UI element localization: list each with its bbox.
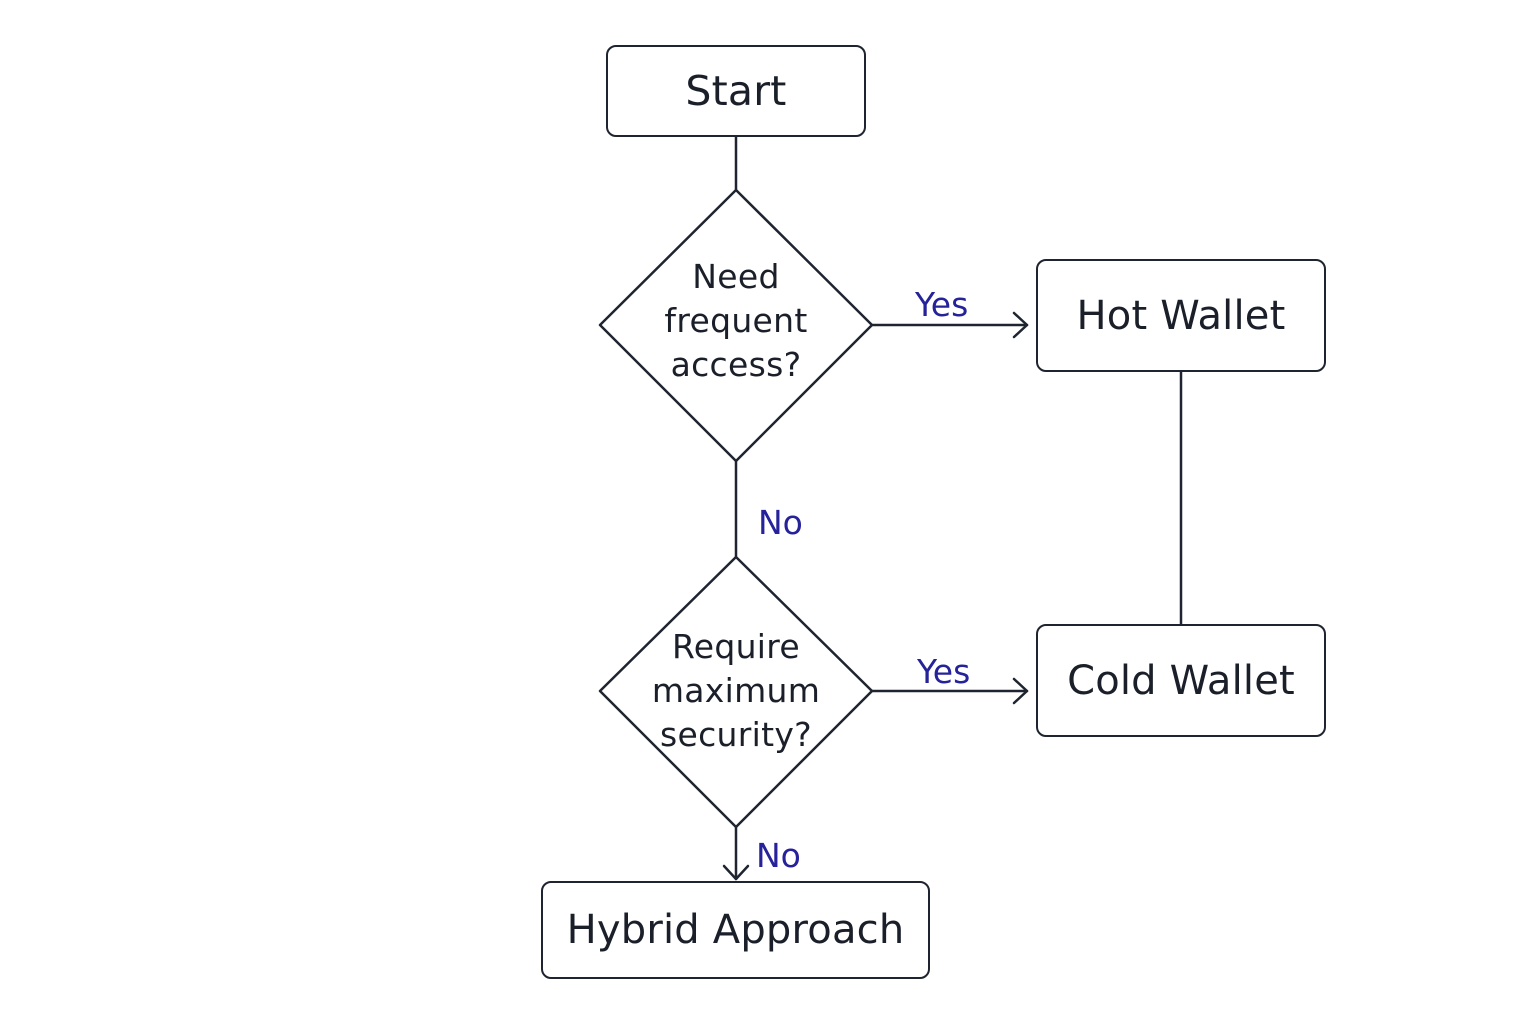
decision-frequent-line-3: access? — [670, 345, 802, 384]
hot-wallet-label: Hot Wallet — [1076, 292, 1286, 339]
hybrid-approach-label: Hybrid Approach — [566, 907, 905, 953]
decision-frequent-label: Need frequent access? — [600, 255, 872, 387]
decision-security-label: Require maximum security? — [600, 625, 872, 757]
decision-security-line-3: security? — [660, 715, 812, 754]
edge-label-security-no: No — [756, 836, 801, 875]
cold-wallet-node[interactable]: Cold Wallet — [1036, 624, 1326, 737]
arrowhead-hybrid — [722, 864, 750, 881]
start-label: Start — [685, 67, 787, 115]
edge-label-security-yes: Yes — [917, 652, 971, 691]
hot-wallet-node[interactable]: Hot Wallet — [1036, 259, 1326, 372]
edge-label-frequent-no: No — [758, 503, 803, 542]
hybrid-approach-node[interactable]: Hybrid Approach — [541, 881, 930, 979]
decision-frequent-line-1: Need — [692, 257, 780, 296]
start-node[interactable]: Start — [606, 45, 866, 137]
decision-security-line-1: Require — [671, 627, 801, 666]
decision-frequent-line-2: frequent — [664, 301, 808, 340]
cold-wallet-label: Cold Wallet — [1067, 657, 1295, 704]
arrowhead-cold-wallet — [1012, 677, 1029, 705]
decision-security-line-2: maximum — [651, 671, 821, 710]
edge-label-frequent-yes: Yes — [915, 285, 969, 324]
arrowhead-hot-wallet — [1012, 311, 1029, 339]
